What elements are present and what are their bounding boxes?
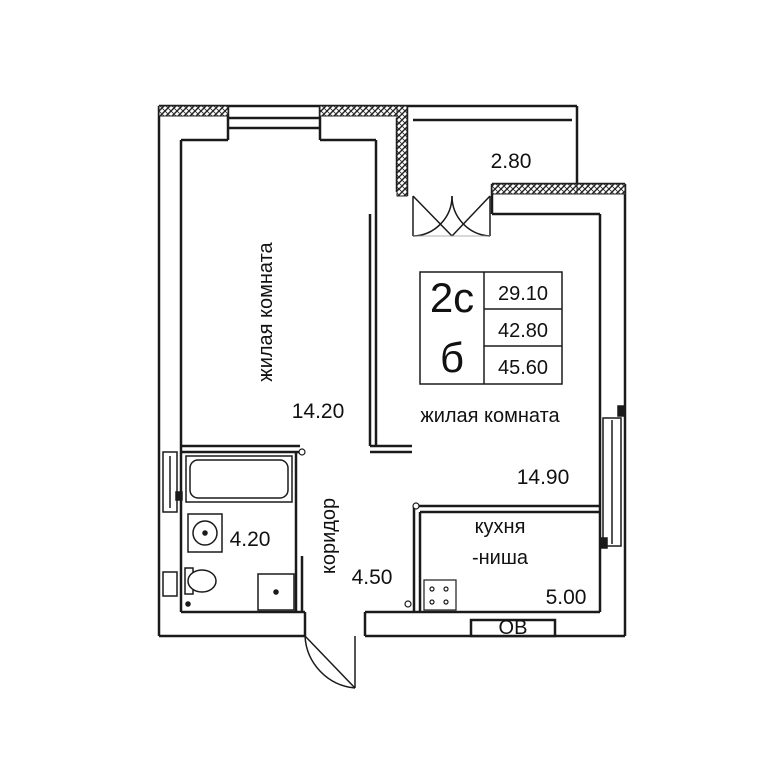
balcony-code: б — [440, 334, 464, 381]
balcony-area: 2.80 — [491, 150, 532, 173]
living-area-value: 29.10 — [498, 283, 548, 305]
sink-icon — [187, 513, 223, 553]
balcony-door[interactable] — [412, 195, 491, 237]
stove-icon — [423, 579, 457, 611]
corridor-area: 4.50 — [352, 566, 393, 589]
living-room-right-area: 14.90 — [517, 466, 570, 489]
bearing-walls — [158, 105, 626, 197]
ventilation-label: ОВ — [499, 617, 528, 639]
total-with-balcony-value: 45.60 — [498, 357, 548, 379]
pipe-markers — [298, 448, 420, 608]
kitchen-area: 5.00 — [546, 586, 587, 609]
toilet-icon — [184, 567, 217, 607]
rooms-code: 2с — [430, 274, 474, 321]
living-room-right-label: жилая комната — [420, 405, 560, 427]
left-vents — [162, 451, 183, 597]
kitchen-label-line1: кухня — [475, 516, 526, 538]
right-window — [599, 405, 626, 549]
total-area-value: 42.80 — [498, 320, 548, 342]
living-room-left-label: жилая комната — [255, 241, 277, 381]
entrance-door[interactable] — [304, 635, 356, 689]
kitchen-label-line2: -ниша — [472, 547, 529, 569]
living-room-left-area: 14.20 — [292, 400, 345, 423]
apartment-info-table — [419, 271, 563, 385]
washing-machine-icon — [257, 573, 295, 611]
corridor-label: коридор — [318, 498, 340, 574]
bathtub-icon — [185, 455, 293, 503]
bathroom-area: 4.20 — [230, 528, 271, 551]
